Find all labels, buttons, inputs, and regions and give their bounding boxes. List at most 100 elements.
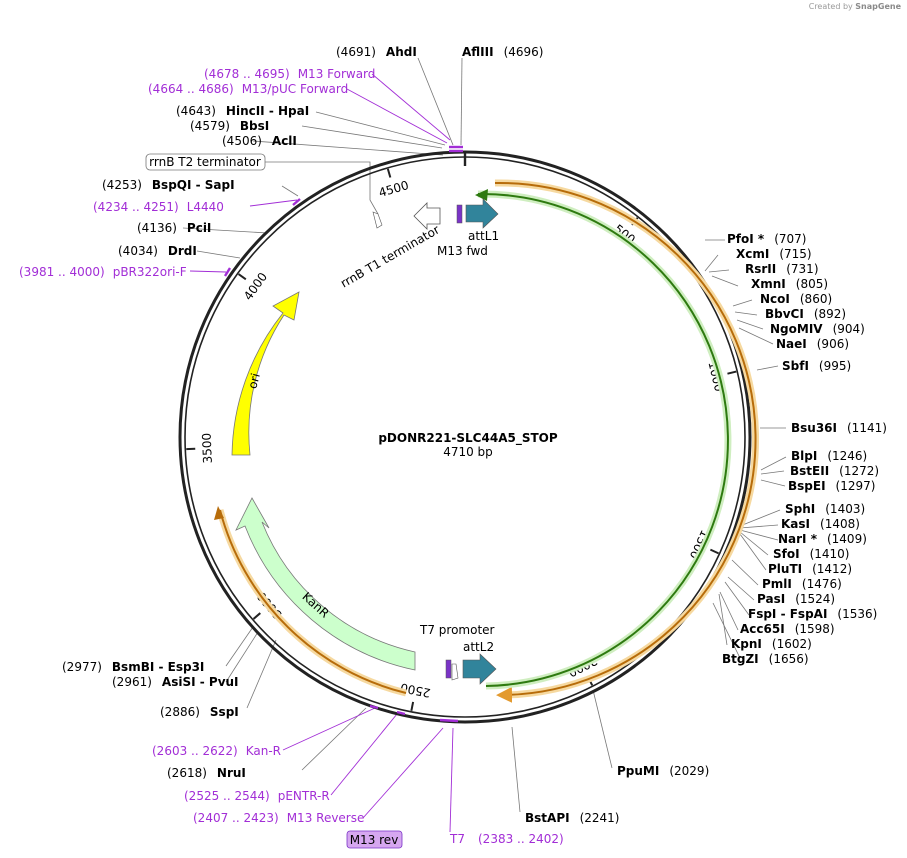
site-position: (1246): [827, 449, 867, 463]
site-19: BstEII(1272): [790, 464, 879, 478]
site-position: (1141): [847, 421, 887, 435]
site-layer: (4691)AhdI AflIII(4696) (4643)HincII - Hpa…: [62, 45, 887, 825]
site-name: PciI: [187, 221, 212, 235]
tick-label-4500: 4500: [377, 178, 410, 200]
orange-arc-left-head: [214, 506, 224, 520]
site-5: (4253)BspQI - SapI: [102, 178, 235, 192]
site-name: SbfI: [782, 359, 809, 373]
site-position: (1656): [769, 652, 809, 666]
site-25: PluTI (1412): [768, 562, 852, 576]
site-name: DrdI: [168, 244, 197, 258]
site-position: (1403): [825, 502, 865, 516]
site-9: XcmI(715): [736, 247, 812, 261]
site-34: (2618) NruI: [167, 766, 246, 780]
primer-range: (4664 .. 4686): [148, 82, 234, 96]
tick-label-2500: 2500: [399, 680, 432, 700]
site-position: (2618): [167, 766, 207, 780]
site-22: KasI(1408): [781, 517, 860, 531]
kanr-feature: [235, 497, 416, 671]
tick-mark-2500: [410, 701, 415, 711]
site-33: BstAPI (2241): [525, 811, 619, 825]
site-name: SphI: [785, 502, 815, 516]
site-name: SfoI: [773, 547, 800, 561]
site-1: AflIII(4696): [462, 45, 543, 59]
primer-marks: [223, 145, 463, 723]
site-position: (2029): [669, 764, 709, 778]
t7-promoter-mark: [451, 663, 459, 681]
site-name: NruI: [217, 766, 246, 780]
site-position: (4034): [118, 244, 158, 258]
site-position: (2977): [62, 660, 102, 674]
primer-5: (2525 .. 2544)pENTR-R: [184, 789, 330, 803]
primer-1: (4664 .. 4686)M13/pUC Forward: [148, 82, 348, 96]
primer-name: T7: [449, 832, 465, 846]
site-6: (4136) PciI: [137, 221, 211, 235]
site-position: (1412): [812, 562, 852, 576]
site-21: SphI (1403): [785, 502, 865, 516]
ori-feature: [231, 291, 300, 456]
site-12: NcoI(860): [760, 292, 832, 306]
site-24: SfoI (1410): [773, 547, 849, 561]
site-name: PpuMI: [617, 764, 659, 778]
tick-mark-4000: [237, 273, 247, 281]
site-23: NarI * (1409): [778, 532, 867, 546]
primer-0: (4678 .. 4695)M13 Forward: [204, 67, 375, 81]
site-position: (707): [774, 232, 806, 246]
site-2: (4643)HincII - HpaI: [176, 104, 309, 118]
primer-leaders: [189, 73, 454, 833]
primer-range: (2603 .. 2622): [152, 744, 238, 758]
site-position: (1272): [839, 464, 879, 478]
primer-range: (4234 .. 4251): [93, 200, 179, 214]
site-name: BbvCI: [765, 307, 804, 321]
primer-2: (4234 .. 4251) L4440: [93, 200, 224, 214]
site-name: BstAPI: [525, 811, 570, 825]
site-3: (4579)BbsI: [190, 119, 269, 133]
site-17: Bsu36I(1141): [791, 421, 887, 435]
primer-name: Kan-R: [246, 744, 281, 758]
site-name: BspQI - SapI: [152, 178, 235, 192]
site-name: PluTI: [768, 562, 802, 576]
site-26: PmlI(1476): [762, 577, 842, 591]
site-position: (995): [819, 359, 851, 373]
site-16: SbfI (995): [782, 359, 851, 373]
site-name: XmnI: [751, 277, 786, 291]
primer-name: L4440: [187, 200, 224, 214]
m13-rev-mark: [445, 659, 452, 679]
site-position: (4579): [190, 119, 230, 133]
site-name: BtgZI: [722, 652, 759, 666]
site-position: (1410): [810, 547, 850, 561]
site-position: (2241): [580, 811, 620, 825]
tick-mark-1000: [727, 370, 737, 375]
primer-4: (2603 .. 2622) Kan-R: [152, 744, 281, 758]
orange-arc-left: [219, 509, 407, 694]
primer-name: pBR322ori-F: [113, 265, 187, 279]
site-position: (4136): [137, 221, 177, 235]
site-name: NarI *: [778, 532, 818, 546]
site-35: (2886)SspI: [160, 705, 239, 719]
orange-arc: [494, 181, 757, 703]
primer-range: (2525 .. 2544): [184, 789, 270, 803]
site-position: (1297): [836, 479, 876, 493]
site-name: AflIII: [462, 45, 494, 59]
site-29: Acc65I(1598): [740, 622, 835, 636]
leader-lines: [182, 57, 787, 813]
attl2-label: attL2: [463, 640, 494, 654]
plasmid-name: pDONR221-SLC44A5_STOP: [378, 431, 558, 446]
site-position: (715): [779, 247, 811, 261]
site-position: (1476): [802, 577, 842, 591]
site-position: (1409): [827, 532, 867, 546]
site-32: PpuMI (2029): [617, 764, 709, 778]
site-position: (4643): [176, 104, 216, 118]
site-14: NgoMIV(904): [770, 322, 865, 336]
site-position: (805): [796, 277, 828, 291]
site-name: BlpI: [791, 449, 817, 463]
site-name: AhdI: [386, 45, 417, 59]
site-36: (2961)AsiSI - PvuI: [112, 675, 239, 689]
primer-range: (3981 .. 4000): [19, 265, 105, 279]
site-0: (4691)AhdI: [336, 45, 417, 59]
attl2-arrow: [462, 653, 497, 685]
primer-range: (4678 .. 4695): [204, 67, 290, 81]
site-name: AsiSI - PvuI: [162, 675, 239, 689]
primer-range: (2383 .. 2402): [478, 832, 564, 846]
